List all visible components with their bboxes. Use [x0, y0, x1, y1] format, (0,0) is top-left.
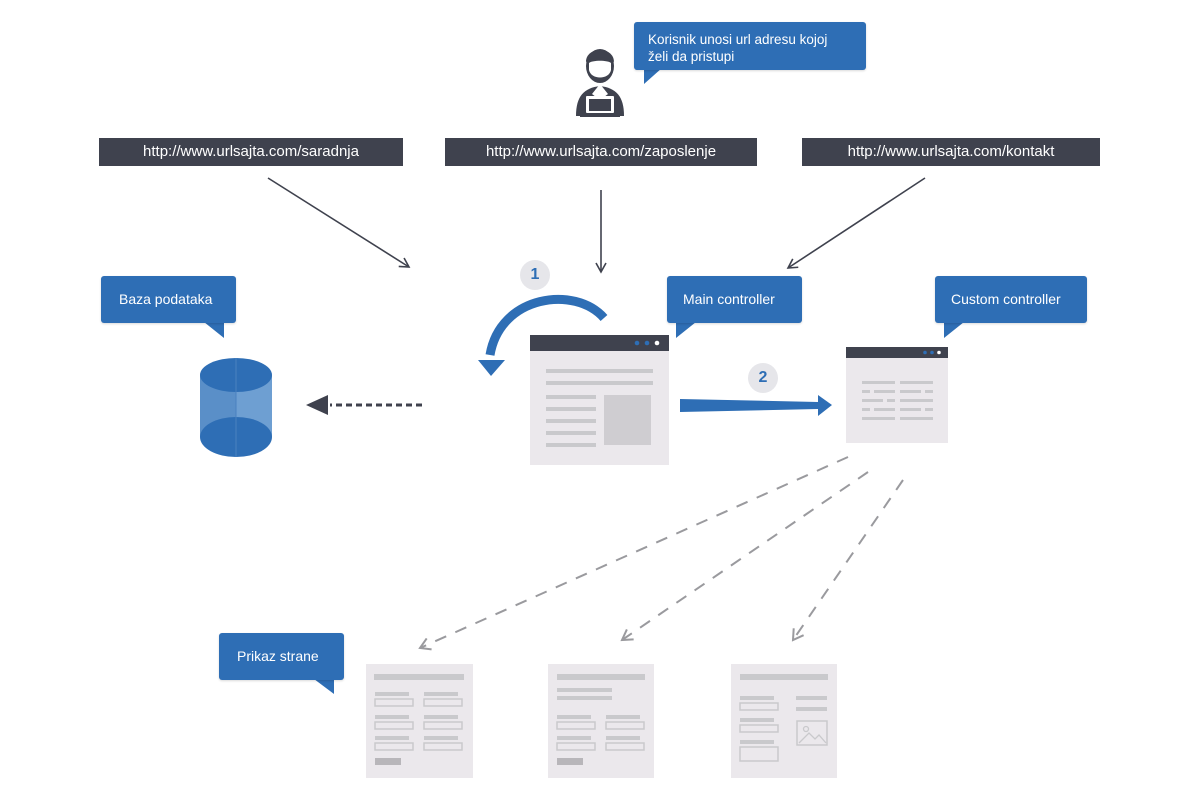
- bubble-tail-user: [644, 68, 662, 84]
- user-laptop-icon: [576, 49, 624, 117]
- step-2-marker: 2: [748, 363, 778, 393]
- arrow-saradnja-to-main: [267, 177, 411, 268]
- bubble-tail-custom: [944, 322, 964, 338]
- page-render-label-text: Prikaz strane: [237, 648, 319, 664]
- image-icon: [796, 720, 828, 746]
- user-bubble-line-1: Korisnik unosi url adresu kojoj: [648, 32, 828, 47]
- custom-browser-window-icon: [846, 347, 948, 443]
- dashed-arrow-page-3: [791, 479, 904, 642]
- database-icon: [200, 358, 272, 457]
- form-page-icon-1: [366, 664, 473, 778]
- curved-arrow-step-1: [485, 294, 608, 356]
- url-kontakt: http://www.urlsajta.com/kontakt: [802, 138, 1100, 166]
- url-zaposlenje: http://www.urlsajta.com/zaposlenje: [445, 138, 757, 166]
- database-label-text: Baza podataka: [119, 291, 213, 307]
- custom-controller-label-text: Custom controller: [951, 291, 1061, 307]
- user-bubble-line-2: želi da pristupi: [648, 49, 735, 64]
- database-label: Baza podataka: [101, 276, 236, 323]
- user-bubble: Korisnik unosi url adresu kojoj želi da …: [634, 22, 866, 70]
- custom-controller-label: Custom controller: [935, 276, 1087, 323]
- dashed-arrow-page-1: [418, 456, 849, 651]
- main-controller-label: Main controller: [667, 276, 802, 323]
- curved-arrow-head: [478, 360, 505, 376]
- dashed-arrow-page-2: [620, 471, 869, 642]
- bubble-tail-database: [204, 322, 224, 338]
- browser-window-icon: [530, 335, 669, 465]
- form-page-icon-2: [548, 664, 654, 778]
- bubble-tail-page: [314, 679, 334, 694]
- arrow-kontakt-to-main: [786, 177, 926, 269]
- bubble-tail-main: [676, 322, 696, 338]
- main-controller-label-text: Main controller: [683, 291, 775, 307]
- step-1-marker: 1: [520, 260, 550, 290]
- url-saradnja: http://www.urlsajta.com/saradnja: [99, 138, 403, 166]
- arrow-main-to-custom: [680, 395, 832, 416]
- page-render-label: Prikaz strane: [219, 633, 344, 680]
- arrow-head-database: [306, 395, 328, 415]
- form-page-icon-3: [731, 664, 837, 778]
